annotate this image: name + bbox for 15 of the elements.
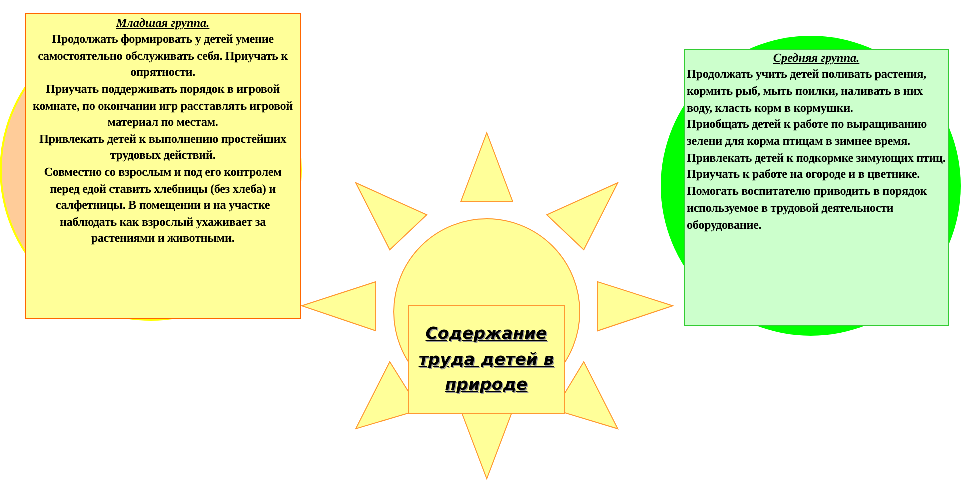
card-paragraph: Продолжать учить детей поливать растения, кормить рыб, мыть поилки, наливать в них воду, класть корм в кормушки. xyxy=(687,66,928,116)
title-text: Содержание труда детей в природе xyxy=(418,323,556,396)
card-paragraph: Приобщать детей к работе по выращиванию зелени для корма птицам в зимнее время. xyxy=(687,116,928,150)
text-card xyxy=(684,49,949,326)
card-paragraph: Совместно со взрослым и под его контролем перед едой ставить хлебницы (без хлеба) и салфетницы. В помещении и на участке наблюдать как взрослый ухаживает за растениями и животными. xyxy=(43,164,283,247)
card-paragraph: Помогать воспитателю приводить в порядок используемое в трудовой деятельности оборудование. xyxy=(687,183,928,234)
card-paragraph: Приучать поддерживать порядок в игровой комнате, по окончании игр расставлять игровой материал по местам. xyxy=(32,81,294,131)
card-paragraph: Продолжать формировать у детей умение самостоятельно обслуживать себя. Приучать к опрятности. xyxy=(37,31,290,82)
title-box xyxy=(408,305,565,414)
card-paragraph: Привлекать детей к подкормке зимующих птиц. xyxy=(687,150,946,166)
card-paragraph: Приучать к работе на огороде и в цветнике. xyxy=(687,166,921,184)
card-paragraph: Привлекать детей к выполнению простейших трудовых действий. xyxy=(38,130,288,164)
text-card xyxy=(25,13,301,319)
card-heading: Младшая группа. xyxy=(115,16,211,32)
card-heading: Средняя группа. xyxy=(772,51,861,66)
